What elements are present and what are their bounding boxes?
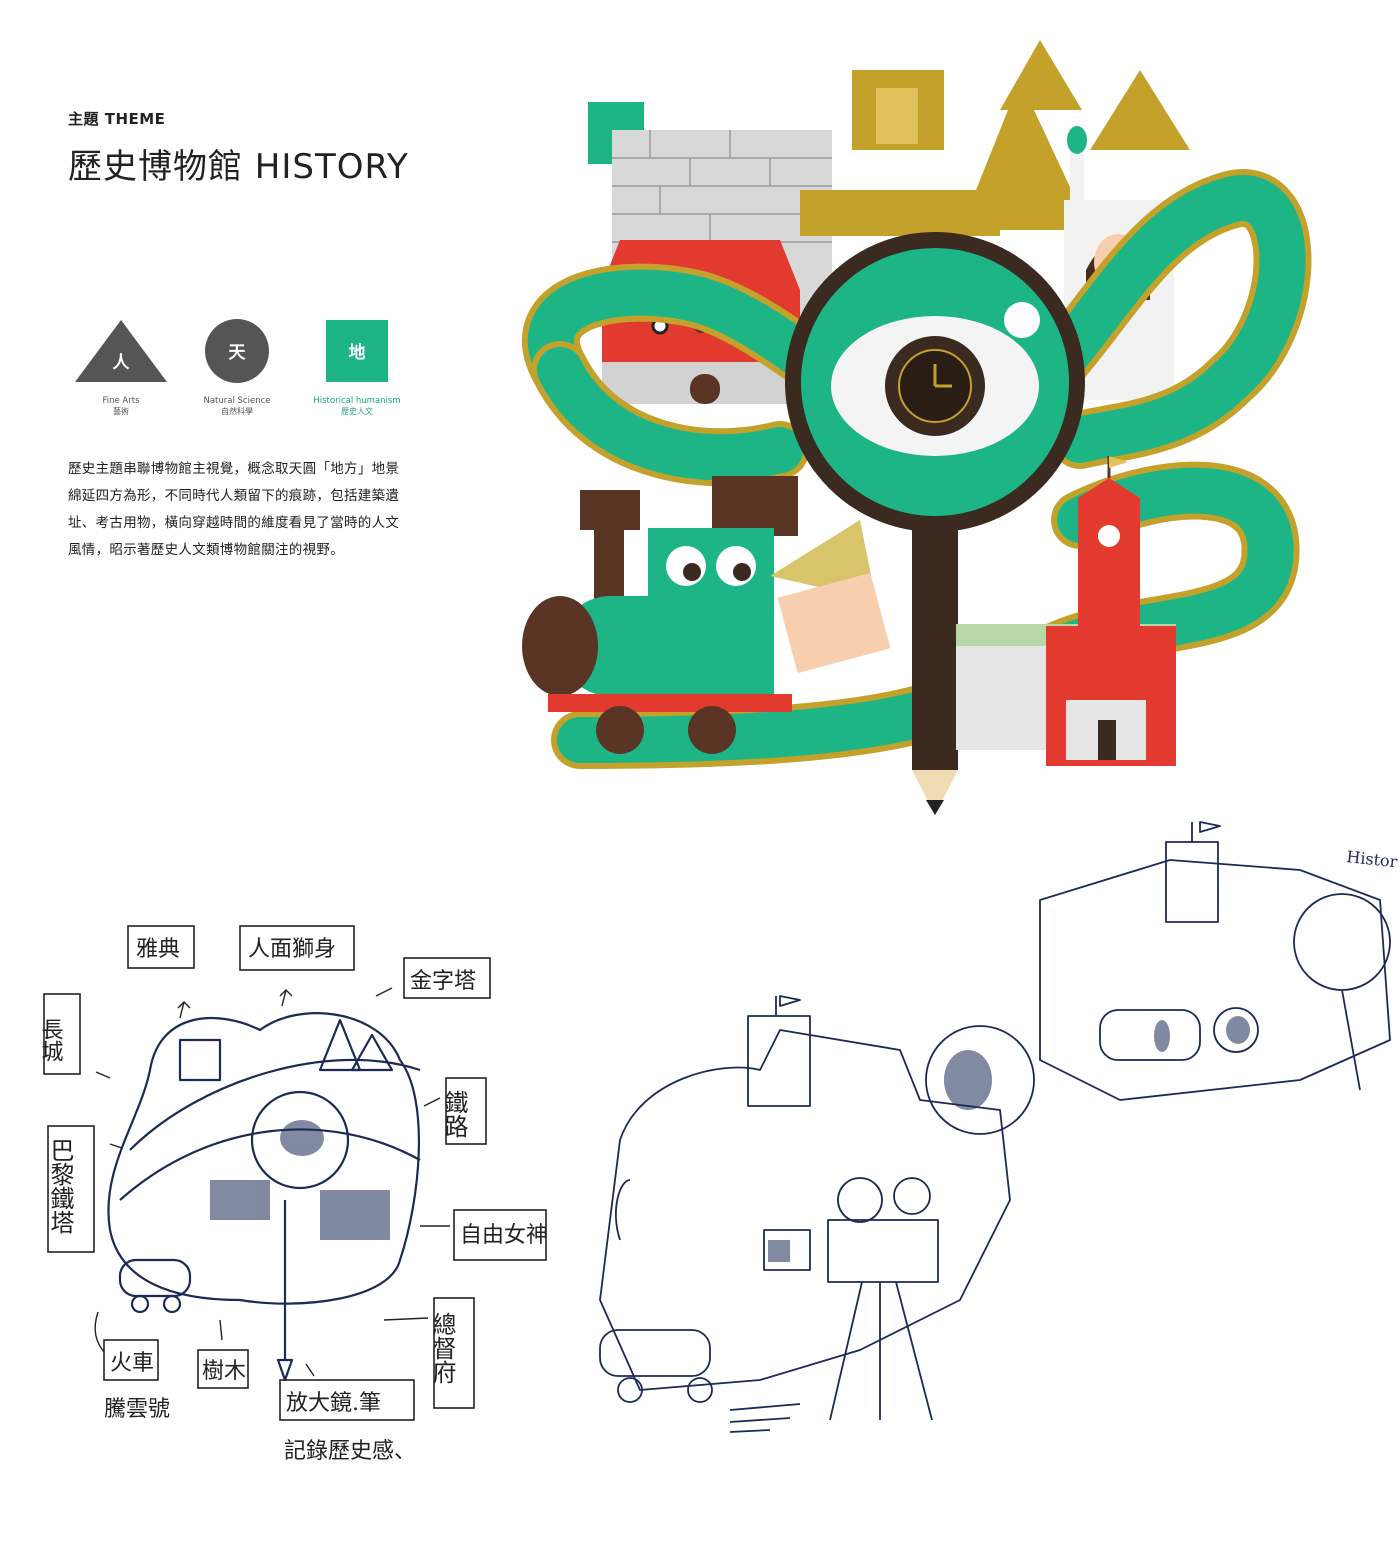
label-great-wall: 長城 <box>38 1018 64 1062</box>
label-magnifier-b: 記錄歷史感、 <box>284 1439 416 1464</box>
label-train-a: 火車 <box>110 1351 154 1376</box>
label-magnifier-a: 放大鏡.筆 <box>286 1391 381 1416</box>
sketch-hatching <box>210 1120 390 1240</box>
presidential-building <box>956 456 1176 766</box>
train <box>522 476 798 754</box>
description-line: 址、考古用物，橫向穿越時間的維度看見了當時的人文 <box>68 515 400 531</box>
description-line: 歷史主題串聯博物館主視覺，概念取天圓「地方」地景 <box>68 461 400 477</box>
theme-glyph: 人 <box>113 353 131 373</box>
theme-glyph: 地 <box>349 342 366 363</box>
label-eiffel: 巴黎鐵塔 <box>46 1138 74 1234</box>
sphinx <box>800 70 1000 236</box>
description-line: 風情，昭示著歷史人文類博物館關注的視野。 <box>68 542 344 558</box>
concept-sketch: 雅典 人面獅身 金字塔 長城 巴黎鐵塔 鐵路 自由女神 火車 騰雲號 樹木 放大… <box>38 925 548 1464</box>
label-liberty: 自由女神 <box>460 1223 548 1248</box>
header: 主題 THEME 歷史博物館 HISTORY <box>68 108 409 188</box>
theme-icons: 人 Fine Arts 藝術 天 Natural Science 自然科學 地 … <box>66 318 406 418</box>
theme-label-zh: 藝術 <box>113 407 129 416</box>
page-title: 歷史博物館 HISTORY <box>68 147 409 187</box>
theme-glyph: 天 <box>229 343 247 363</box>
triangle-icon: 人 <box>75 320 167 382</box>
theme-label-en: Fine Arts <box>102 396 140 406</box>
label-athens: 雅典 <box>136 937 180 962</box>
history-illustration <box>522 40 1312 815</box>
theme-description: 歷史主題串聯博物館主視覺，概念取天圓「地方」地景 綿延四方為形，不同時代人類留下… <box>68 456 440 564</box>
theme-label-en: Natural Science <box>203 396 271 406</box>
sketch-shading <box>768 1016 1250 1262</box>
theme-label-zh: 歷史人文 <box>341 407 373 416</box>
theme-label-en: Historical humanism <box>313 396 401 406</box>
label-governor: 總督府 <box>428 1312 456 1384</box>
clock-icon <box>898 349 972 423</box>
label-tree: 樹木 <box>202 1359 246 1384</box>
theme-kicker: 主題 THEME <box>68 110 166 128</box>
square-icon: 地 <box>326 320 388 382</box>
label-train-b: 騰雲號 <box>104 1397 170 1422</box>
label-pyramid: 金字塔 <box>410 969 476 994</box>
theme-fine-arts: 人 Fine Arts 藝術 <box>66 318 176 417</box>
label-history-scribble: Histor <box>1346 847 1399 871</box>
theme-natural-science: 天 Natural Science 自然科學 <box>182 318 292 417</box>
circle-icon: 天 <box>205 319 269 383</box>
description-line: 綿延四方為形，不同時代人類留下的痕跡，包括建築遺 <box>68 488 400 504</box>
sketch-arrows <box>94 987 450 1377</box>
label-sphinx: 人面獅身 <box>248 937 336 962</box>
theme-historical-humanism: 地 Historical humanism 歷史人文 <box>302 318 412 417</box>
label-railway: 鐵路 <box>440 1090 468 1138</box>
theme-label-zh: 自然科學 <box>221 407 253 416</box>
line-sketch: Histor <box>599 821 1399 1433</box>
explorer <box>770 520 891 674</box>
